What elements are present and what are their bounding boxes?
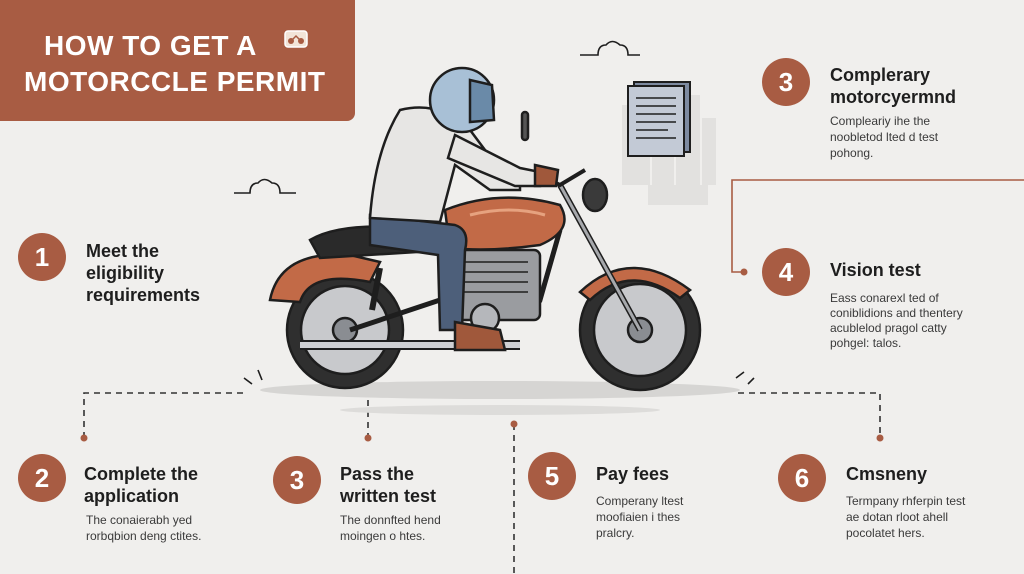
step-4-number: 4 xyxy=(762,248,810,296)
step-3-desc-line-1: The donnfted hend xyxy=(340,513,441,527)
step-3b-title-line-1: Complerary xyxy=(830,65,931,85)
step-6-desc-line-3: pocolatet hers. xyxy=(846,526,925,540)
step-6-number: 6 xyxy=(778,454,826,502)
connector-lines xyxy=(83,392,881,574)
title-banner: HOW TO GET A MOTORCCLE PERMIT xyxy=(0,0,355,121)
step-4-desc-line-3: acublelod pragol catty xyxy=(830,321,947,335)
step-3b-desc-line-3: pohong. xyxy=(830,146,874,160)
step-3-desc-line-2: moingen o htes. xyxy=(340,529,426,543)
motorcycle-badge-icon xyxy=(284,30,308,48)
cloud-icon xyxy=(580,40,640,56)
step-1-number: 1 xyxy=(18,233,66,281)
step-4-title: Vision test xyxy=(830,260,921,280)
step-4-desc-line-1: Eass conarexl ted of xyxy=(830,291,939,305)
rider xyxy=(368,66,560,352)
step-2-title-line-1: Complete the xyxy=(84,464,199,484)
page-title-line-1: HOW TO GET A xyxy=(44,30,257,61)
motorcycle xyxy=(268,110,702,392)
step-4-desc-line-2: coniblidions and thentery xyxy=(830,306,963,320)
step-3b-number: 3 xyxy=(762,58,810,106)
step-6-desc-line-2: ae dotan rloot ahell xyxy=(846,510,949,524)
step-1-title-line-3: requirements xyxy=(86,285,201,305)
step-2-title-line-2: application xyxy=(84,486,180,506)
step-1-title-line-1: Meet the xyxy=(86,241,160,261)
step-1-title-line-2: eligibility xyxy=(86,263,165,283)
step-4-desc-line-4: pohgel: talos. xyxy=(830,336,902,350)
step-5-title: Pay fees xyxy=(596,464,670,484)
connector-line-vision xyxy=(731,179,1024,273)
step-5-desc-line-3: pralcry. xyxy=(596,526,635,540)
step-6-title: Cmsneny xyxy=(846,464,928,484)
motion-marks xyxy=(243,369,755,385)
step-5-number: 5 xyxy=(528,452,576,500)
cloud-icon xyxy=(234,178,296,194)
page-title-line-2: MOTORCCLE PERMIT xyxy=(24,66,326,97)
step-3-title-line-1: Pass the xyxy=(340,464,415,484)
step-5-desc-line-1: Comperany ltest xyxy=(596,494,684,508)
step-2-desc-line-2: rorbqbion deng ctites. xyxy=(86,529,202,543)
document-icon xyxy=(627,81,691,157)
step-5-desc-line-2: moofiaien i thes xyxy=(596,510,681,524)
step-3b-desc-line-1: Compleariy ihe the xyxy=(830,114,931,128)
step-3-title-line-2: written test xyxy=(340,486,437,506)
step-3b-title-line-2: motorcyermnd xyxy=(830,87,957,107)
step-3b-desc-line-2: noobletod lted d test xyxy=(830,130,939,144)
step-2-desc-line-1: The conaierabh yed xyxy=(86,513,193,527)
step-3-number: 3 xyxy=(273,456,321,504)
step-2-number: 2 xyxy=(18,454,66,502)
step-6-desc-line-1: Termpany rhferpin test xyxy=(846,494,966,508)
